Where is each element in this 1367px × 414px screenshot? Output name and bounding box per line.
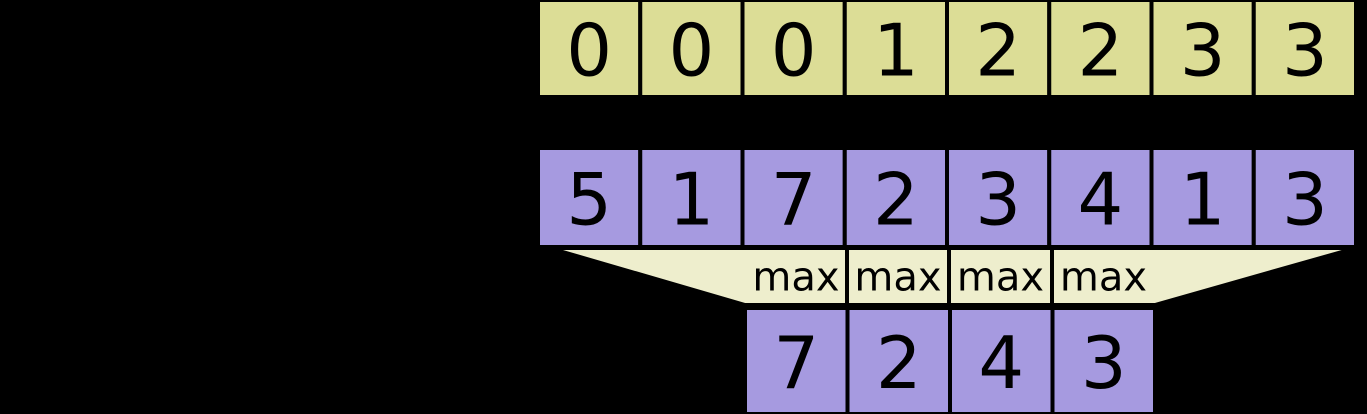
index-row-cell: [1047, 0, 1154, 99]
index-row-cell: [945, 0, 1052, 99]
output-row-cell: [948, 306, 1055, 414]
index-row-value: 0: [566, 9, 612, 93]
output-row-cell: [845, 306, 952, 414]
index-row-value: 1: [873, 9, 919, 93]
input-row-cell: [1251, 146, 1358, 249]
index-row-cell: [638, 0, 745, 99]
input-row-value: 1: [668, 158, 714, 242]
input-row-value: 4: [1077, 158, 1123, 242]
input-row-cell: [740, 146, 847, 249]
pool-label: max: [752, 255, 839, 301]
input-row-value: 3: [1282, 158, 1328, 242]
input-row-value: 1: [1180, 158, 1226, 242]
input-row-value: 5: [566, 158, 612, 242]
output-row-value: 3: [1081, 321, 1127, 405]
output-row-value: 4: [978, 321, 1024, 405]
index-row-cell: [536, 0, 643, 99]
index-row-value: 2: [975, 9, 1021, 93]
input-row-value: 3: [975, 158, 1021, 242]
pool-label: max: [1060, 255, 1147, 301]
pool-label: max: [854, 255, 941, 301]
input-row-cell: [536, 146, 643, 249]
index-row-value: 0: [771, 9, 817, 93]
index-row-value: 3: [1282, 9, 1328, 93]
index-row-value: 3: [1180, 9, 1226, 93]
index-row-value: 0: [668, 9, 714, 93]
output-row-cell: [1050, 306, 1157, 414]
output-row-value: 2: [876, 321, 922, 405]
index-row-cell: [1251, 0, 1358, 99]
input-row-cell: [1047, 146, 1154, 249]
output-row-value: 7: [773, 321, 819, 405]
input-row-cell: [945, 146, 1052, 249]
output-row-cell: [743, 306, 850, 414]
input-row-value: 2: [873, 158, 919, 242]
input-row-value: 7: [771, 158, 817, 242]
index-row-value: 2: [1077, 9, 1123, 93]
pool-label: max: [957, 255, 1044, 301]
